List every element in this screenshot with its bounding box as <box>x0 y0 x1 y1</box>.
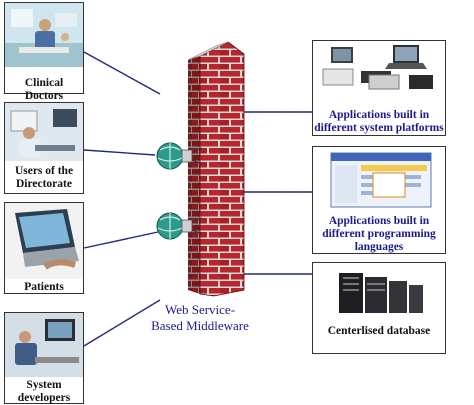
box-label: Users of the Directorate <box>14 165 74 190</box>
wall-side <box>188 56 200 294</box>
box-system-platforms: Applications built in different system p… <box>312 40 446 136</box>
plug-globe-lower <box>156 212 203 240</box>
firewall-wall <box>187 41 245 297</box>
box-label: Patients <box>24 281 64 293</box>
box-label: System developers <box>17 379 71 404</box>
box-label: Centerlised database <box>327 325 431 337</box>
connector-doctors <box>83 51 161 95</box>
wall-top <box>187 41 229 61</box>
office-user-photo <box>5 103 83 161</box>
right-connectors <box>244 111 312 275</box>
connector-developers <box>83 299 161 347</box>
box-directorate-users: Users of the Directorate <box>4 102 84 194</box>
box-label: Applications built in different programm… <box>322 215 436 253</box>
wall-front <box>199 41 245 297</box>
box-clinical-doctors: Clinical Doctors <box>4 2 84 102</box>
server-rack-photo <box>313 263 445 317</box>
box-programming-languages: Applications built in different programm… <box>312 146 446 254</box>
left-connectors <box>83 51 161 347</box>
box-label: Clinical Doctors <box>24 77 64 102</box>
developer-photo <box>5 313 83 377</box>
box-database: Centerlised database <box>312 262 446 354</box>
app-window-screenshot <box>313 147 445 213</box>
box-label: Applications built in different system p… <box>314 109 444 134</box>
connector-patients <box>83 231 159 249</box>
doctor-photo <box>5 3 83 67</box>
box-patients: Patients <box>4 202 84 294</box>
plug-globe-upper <box>156 142 203 170</box>
box-system-developers: System developers <box>4 312 84 404</box>
devices-photo <box>313 41 445 105</box>
connector-directorate <box>83 149 156 156</box>
middleware-label: Web Service-Based Middleware <box>151 302 249 333</box>
laptop-user-photo <box>5 203 83 279</box>
